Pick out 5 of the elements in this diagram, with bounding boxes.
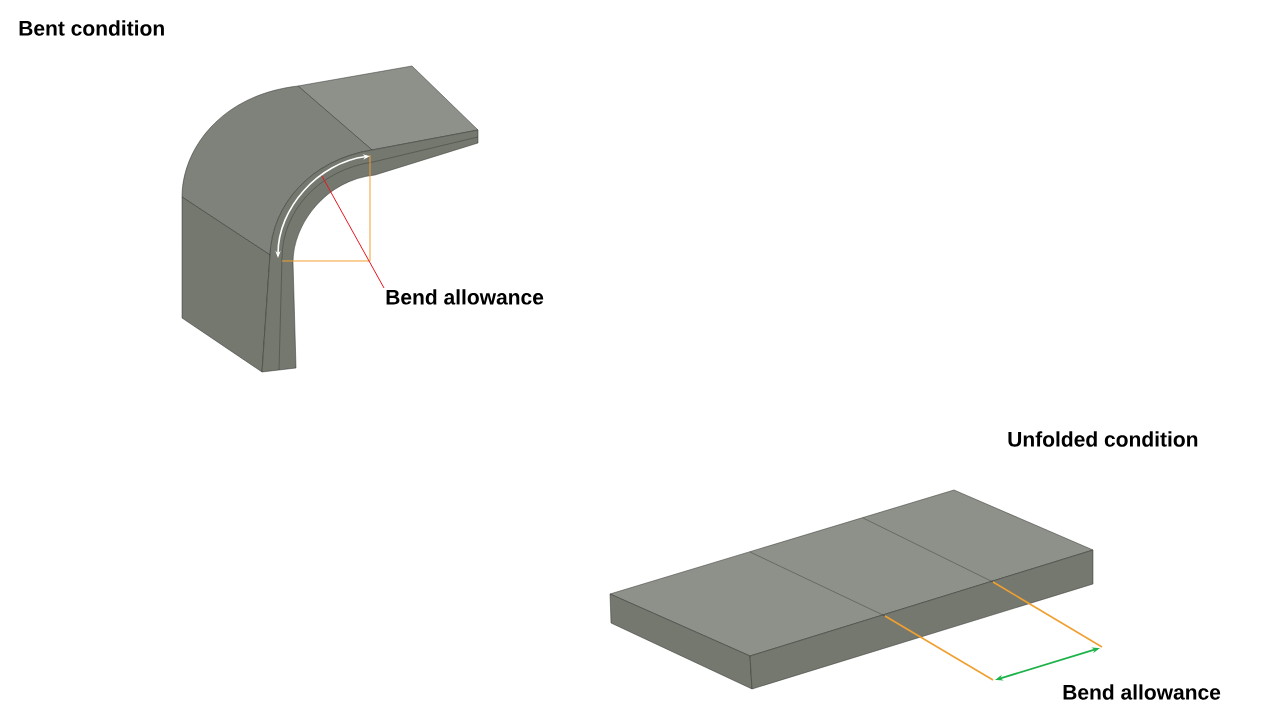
heading: Bent condition [19, 20, 164, 36]
leader-label: Bend allowance [386, 289, 544, 305]
leader-line [321, 175, 385, 289]
heading: Unfolded condition [1008, 431, 1198, 447]
dimension-label: Bend allowance [1063, 684, 1221, 700]
